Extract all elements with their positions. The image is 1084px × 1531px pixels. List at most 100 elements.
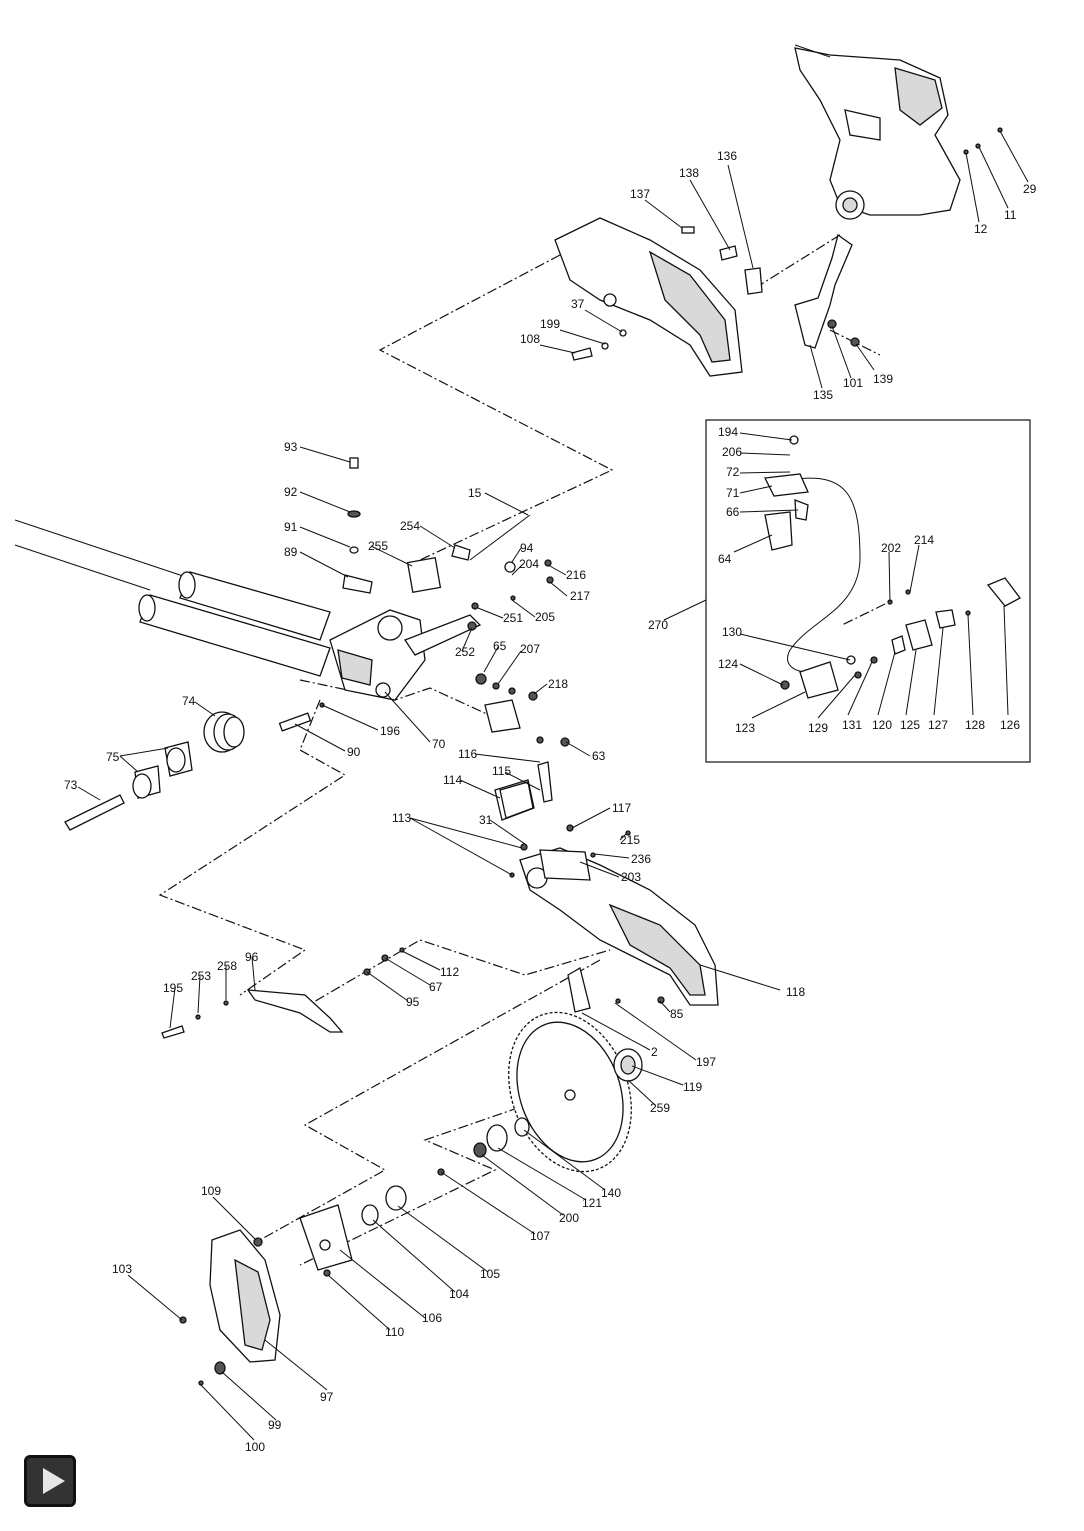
assembly-lines (158, 234, 881, 1266)
part-label: 100 (245, 1440, 265, 1454)
part-label: 203 (621, 870, 641, 884)
part-label: 194 (718, 425, 738, 439)
part-labels: 93 92 91 89 15 254 255 94 204 216 217 25… (64, 149, 1037, 1454)
part-label: 67 (429, 980, 443, 994)
part-label: 126 (1000, 718, 1020, 732)
part-label: 217 (570, 589, 590, 603)
part-label: 103 (112, 1262, 132, 1276)
part-label: 202 (881, 541, 901, 555)
part-label: 205 (535, 610, 555, 624)
part-label: 195 (163, 981, 183, 995)
upper-blade-guard-top (554, 217, 743, 377)
part-label: 105 (480, 1267, 500, 1281)
part-label: 197 (696, 1055, 716, 1069)
part-label: 107 (530, 1229, 550, 1243)
part-label: 85 (670, 1007, 684, 1021)
part-label: 110 (385, 1325, 404, 1339)
part-label: 94 (520, 541, 534, 555)
part-label: 12 (974, 222, 988, 236)
part-label: 95 (406, 995, 420, 1009)
part-label: 97 (320, 1390, 334, 1404)
part-label: 138 (679, 166, 699, 180)
part-label: 90 (347, 745, 361, 759)
link-plate (246, 989, 344, 1033)
part-label: 124 (718, 657, 738, 671)
part-label: 101 (843, 376, 863, 390)
part-label: 127 (928, 718, 948, 732)
part-label: 64 (718, 552, 732, 566)
part-label: 99 (268, 1418, 282, 1432)
part-label: 115 (492, 764, 511, 778)
part-label: 29 (1023, 182, 1037, 196)
part-label: 218 (548, 677, 568, 691)
part-label: 129 (808, 721, 828, 735)
part-label: 236 (631, 852, 651, 866)
part-label: 89 (284, 545, 298, 559)
leader-lines (77, 130, 1029, 1441)
part-label: 199 (540, 317, 560, 331)
handle-assembly (681, 44, 961, 349)
part-label: 123 (735, 721, 755, 735)
part-label: 136 (717, 149, 737, 163)
part-label: 73 (64, 778, 78, 792)
fasteners (161, 127, 1003, 1039)
part-label: 93 (284, 440, 298, 454)
part-label: 139 (873, 372, 893, 386)
part-label: 252 (455, 645, 475, 659)
part-label: 128 (965, 718, 985, 732)
part-label: 121 (582, 1196, 602, 1210)
part-label: 75 (106, 750, 120, 764)
spring-and-bushings (64, 711, 312, 831)
part-label: 140 (601, 1186, 621, 1200)
part-label: 108 (520, 332, 540, 346)
part-label: 66 (726, 505, 740, 519)
part-label: 91 (284, 520, 298, 534)
part-label: 131 (842, 718, 862, 732)
part-label: 109 (201, 1184, 221, 1198)
part-label: 11 (1004, 208, 1017, 222)
part-label: 2 (651, 1045, 658, 1059)
part-label: 214 (914, 533, 934, 547)
flange-set (437, 1117, 530, 1176)
slide-rails (14, 519, 331, 677)
part-label: 70 (432, 737, 446, 751)
part-label: 255 (368, 539, 388, 553)
play-icon (43, 1468, 65, 1494)
part-label: 125 (900, 718, 920, 732)
lower-guard-parts (179, 1185, 407, 1386)
part-label: 130 (722, 625, 742, 639)
play-button[interactable] (24, 1455, 76, 1507)
part-label: 270 (648, 618, 668, 632)
part-label: 200 (559, 1211, 579, 1225)
saw-blade (508, 1011, 643, 1173)
part-label: 254 (400, 519, 420, 533)
part-label: 113 (392, 811, 411, 825)
part-label: 63 (592, 749, 606, 763)
part-label: 31 (479, 813, 493, 827)
part-label: 37 (571, 297, 585, 311)
part-label: 253 (191, 969, 211, 983)
part-label: 116 (458, 747, 477, 761)
part-label: 104 (449, 1287, 469, 1301)
part-label: 112 (440, 965, 459, 979)
part-label: 206 (722, 445, 742, 459)
part-label: 258 (217, 959, 237, 973)
part-label: 120 (872, 718, 892, 732)
part-label: 135 (813, 388, 833, 402)
part-label: 204 (519, 557, 539, 571)
part-label: 106 (422, 1311, 442, 1325)
part-label: 215 (620, 833, 640, 847)
part-label: 216 (566, 568, 586, 582)
part-label: 96 (245, 950, 259, 964)
part-label: 71 (726, 486, 740, 500)
part-label: 72 (726, 465, 740, 479)
part-label: 117 (612, 801, 631, 815)
part-label: 92 (284, 485, 298, 499)
part-label: 251 (503, 611, 523, 625)
part-label: 114 (443, 773, 462, 787)
part-label: 259 (650, 1101, 670, 1115)
part-label: 207 (520, 642, 540, 656)
part-label: 137 (630, 187, 650, 201)
part-label: 119 (683, 1080, 702, 1094)
